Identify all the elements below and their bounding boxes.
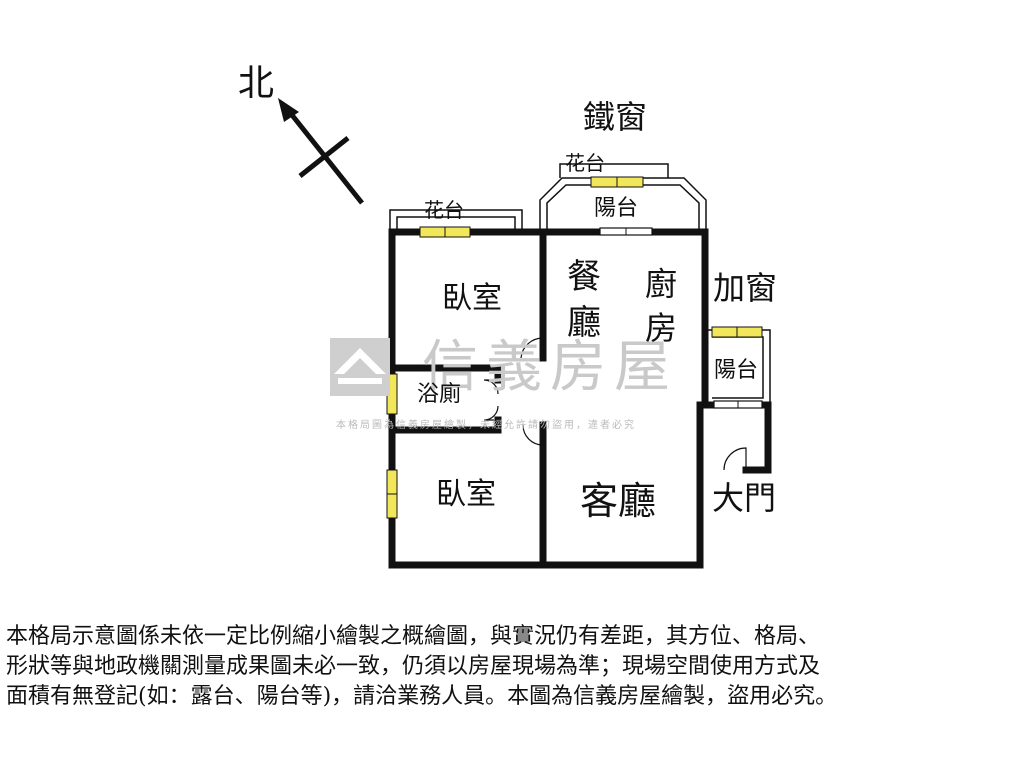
iron-window-label: 鐵窗: [583, 98, 648, 136]
disclaimer-line: 形狀等與地政機關測量成果圖未必一致，仍須以房屋現場為準；現場空間使用方式及: [6, 654, 821, 679]
floor-plan: [278, 98, 772, 569]
watermark-subtitle: 本格局圖為信義房屋繪製，未經允許請勿盜用，違者必究: [336, 420, 636, 431]
living-room-label: 客廳: [580, 479, 657, 523]
main-door-label: 大門: [712, 479, 777, 517]
left-flower-bed: [389, 209, 523, 232]
windows: [386, 176, 763, 519]
disclaimer-notice: 本格局示意圖係未依一定比例縮小繪製之概繪圖，與實況仍有差距，其方位、格局、 形狀…: [6, 622, 1018, 712]
flower-bed-top-label: 花台: [565, 151, 605, 175]
balcony-top-label: 陽台: [594, 196, 639, 221]
flower-bed-left-label: 花台: [424, 198, 464, 222]
watermark-brand: 信義房屋: [422, 335, 678, 400]
balcony-right-label: 陽台: [714, 358, 759, 383]
bathroom-label: 浴廁: [417, 382, 462, 407]
add-window-label: 加窗: [713, 269, 778, 307]
door-swings: [483, 337, 747, 471]
bedroom-bottom-label: 臥室: [436, 477, 496, 512]
dining-label: 餐 廳: [567, 257, 601, 343]
north-arrow-icon: [278, 98, 364, 205]
bedroom-top-label: 臥室: [442, 281, 502, 316]
disclaimer-line: 面積有無登記(如：露台、陽台等)，請洽業務人員。本圖為信義房屋繪製，盜用必究。: [6, 684, 838, 709]
brand-logo-icon: [330, 338, 390, 396]
sliding-doors: [599, 227, 763, 409]
disclaimer-line: 本格局示意圖係未依一定比例縮小繪製之概繪圖，與實況仍有差距，其方位、格局、: [6, 624, 821, 649]
north-label: 北: [238, 63, 275, 104]
watermark: 信義房屋 本格局圖為信義房屋繪製，未經允許請勿盜用，違者必究: [330, 335, 700, 431]
kitchen-label: 廚 房: [645, 265, 678, 347]
